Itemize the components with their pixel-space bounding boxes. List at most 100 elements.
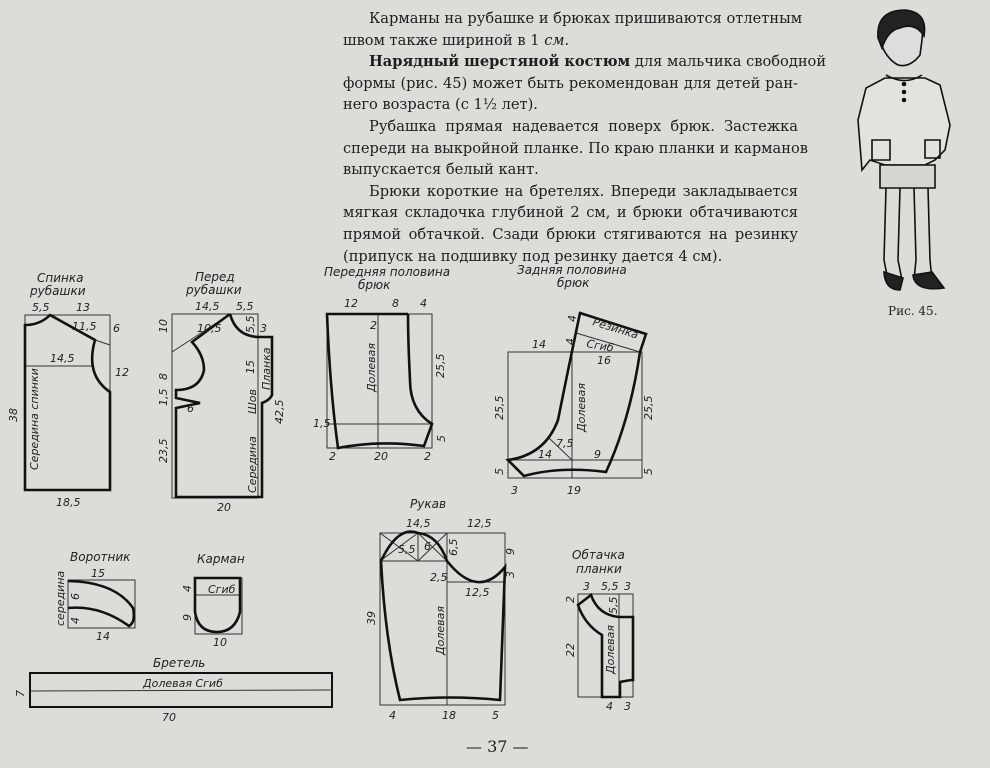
label: Долевая <box>604 625 617 675</box>
label: 25,5 <box>493 396 506 421</box>
paragraph-3-line-3: выпускается белый кант. <box>343 161 539 179</box>
label: 4 <box>389 709 396 722</box>
title: Бретель <box>153 656 205 670</box>
label: 1,5 <box>157 389 170 407</box>
label: 3 <box>624 580 631 593</box>
paragraph-3-line-2: спереди на выкройной планке. По краю пла… <box>343 139 808 157</box>
label: 3 <box>624 700 631 713</box>
label: Середина спинки <box>28 368 41 470</box>
label: 5 <box>642 468 655 475</box>
label: 18,5 <box>56 496 81 509</box>
label: 11,5 <box>72 320 97 333</box>
label: Долевая <box>575 383 588 433</box>
paragraph-1-line-2: швом также шириной в 1 см. <box>343 30 798 52</box>
title: Воротник <box>70 550 131 564</box>
label: 2 <box>329 450 336 463</box>
label: 10,5 <box>197 322 222 335</box>
label: 12 <box>344 297 358 310</box>
label: 4 <box>420 297 427 310</box>
label: 14,5 <box>406 517 431 530</box>
label: 22 <box>564 643 577 657</box>
label: 14,5 <box>50 352 75 365</box>
label: 15 <box>244 360 257 374</box>
label: 10 <box>157 319 170 333</box>
label: 19 <box>567 484 581 497</box>
paragraph-2-line-1: Нарядный шерстяной костюм для мальчика с… <box>343 51 826 73</box>
label: 15 <box>91 567 105 580</box>
label: 7 <box>14 690 27 697</box>
label: 4 <box>69 617 82 624</box>
label: 16 <box>597 354 611 367</box>
label: 12,5 <box>465 586 490 599</box>
label: 4 <box>606 700 613 713</box>
label: Долевая <box>365 343 378 393</box>
pattern-pocket: Карман Сгиб 4 9 10 <box>181 552 245 649</box>
paragraph-4-line-4: (припуск на подшивку под резинку дается … <box>343 247 723 265</box>
pattern-back-trousers: Задняя половина брюк 4 4 Резинка Сгиб 14… <box>493 263 655 497</box>
label: 3 <box>260 322 267 335</box>
label: 18 <box>442 709 456 722</box>
pattern-back-shirt: Спинка рубашки 5,5 13 11,5 6 14,5 12 38 … <box>7 271 129 509</box>
label: 70 <box>162 711 176 724</box>
label: 9 <box>504 548 517 555</box>
text: швом также шириной в 1 <box>343 31 545 49</box>
label: 12,5 <box>467 517 492 530</box>
paragraph-1-line-1: Карманы на рубашке и брюках пришиваются … <box>369 10 803 27</box>
pattern-placket-facing: Обтачка планки 3 5,5 3 2 5,5 22 Долевая … <box>564 548 635 713</box>
label: Долевая <box>434 606 447 656</box>
title: Передняя половина <box>324 265 450 279</box>
title: Задняя половина <box>517 263 627 277</box>
title: брюк <box>557 276 590 290</box>
label: Середина <box>246 436 259 493</box>
label: 5,5 <box>32 301 50 314</box>
label: 12 <box>115 366 129 379</box>
label: 6 <box>424 540 431 553</box>
unit: см. <box>544 31 570 49</box>
label: 25,5 <box>642 396 655 421</box>
label: 38 <box>7 408 20 422</box>
label: 10 <box>213 636 227 649</box>
paragraph-4-line-1: Брюки короткие на бретелях. Впереди закл… <box>369 182 798 200</box>
label: 6 <box>69 593 82 600</box>
paragraph-2-line-3: него возраста (с 1½ лет). <box>343 96 538 114</box>
label: 14,5 <box>195 300 220 313</box>
label: 2 <box>370 319 377 332</box>
label: Сгиб <box>208 583 236 596</box>
label: 8 <box>157 373 170 380</box>
label: 6,5 <box>447 539 460 557</box>
label: Шов <box>246 389 259 414</box>
label: 25,5 <box>434 354 447 379</box>
title: Рукав <box>410 497 446 511</box>
label: 6 <box>187 402 194 415</box>
label: 5,5 <box>601 580 619 593</box>
label: 42,5 <box>273 400 286 425</box>
label: Резинка <box>591 315 640 341</box>
title: Перед <box>195 270 235 284</box>
title: Обтачка <box>572 548 625 562</box>
label: 9 <box>594 448 601 461</box>
label: 4 <box>564 338 577 345</box>
label: 5 <box>493 468 506 475</box>
page-number: — 37 — <box>466 737 529 756</box>
pattern-front-shirt: Перед рубашки 14,5 5,5 10 10,5 5,5 3 8 1… <box>157 270 286 514</box>
title: рубашки <box>29 284 86 298</box>
bold-heading: Нарядный шерстяной костюм <box>369 53 631 71</box>
title: Карман <box>197 552 245 566</box>
label: 4 <box>181 585 194 592</box>
label: 4 <box>566 315 579 322</box>
boy-illustration <box>857 9 951 291</box>
label: 13 <box>76 301 90 314</box>
label: 8 <box>392 297 399 310</box>
label: Долевая Сгиб <box>142 677 223 690</box>
title: планки <box>576 562 622 576</box>
paragraph-4-line-3: прямой обтачкой. Сзади брюки стягиваются… <box>343 225 798 243</box>
title: брюк <box>358 278 391 292</box>
label: 3 <box>583 580 590 593</box>
label: 14 <box>532 338 546 351</box>
title: рубашки <box>185 283 242 297</box>
label: 2 <box>424 450 431 463</box>
paragraph-3-line-1: Рубашка прямая надевается поверх брюк. З… <box>369 117 798 135</box>
label: 2 <box>564 596 577 603</box>
body-text: Карманы на рубашке и брюках пришиваются … <box>343 8 826 267</box>
